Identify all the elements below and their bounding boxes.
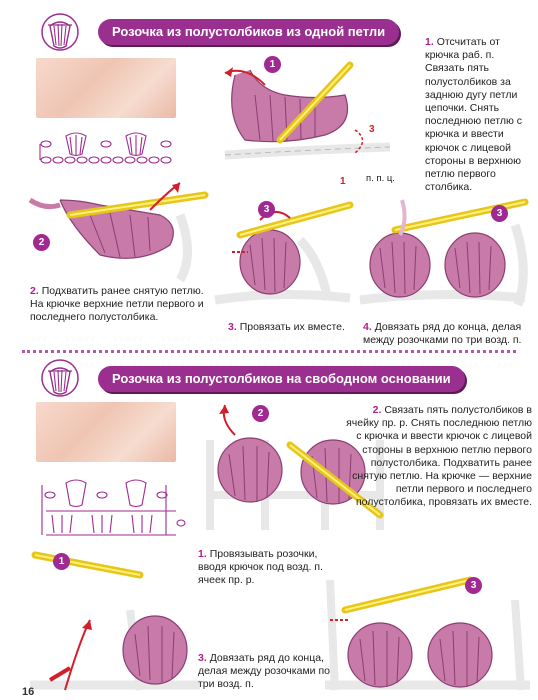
section1-badge-2: 2 xyxy=(33,234,50,251)
section2-step1-number: 1. xyxy=(198,548,207,560)
section1-step4-illustration xyxy=(359,198,529,307)
section2-badge-2: 2 xyxy=(252,405,269,422)
section2-step2-text: 2. Связать пять полустолбиков в ячейку п… xyxy=(340,404,532,510)
section1-step2-illustration xyxy=(28,182,209,283)
section1-badge-3: 3 xyxy=(258,201,275,218)
section1-step1-number: 1. xyxy=(425,36,434,48)
section2-step2-number: 2. xyxy=(372,404,382,416)
section2-step3-number: 3. xyxy=(198,652,207,664)
section1-step1-text: 1. Отсчитать от крючка раб. п. Связать п… xyxy=(425,36,533,194)
section1-step2-text: 2. Подхватить ранее снятую петлю. На крю… xyxy=(30,285,205,325)
section2-step1-text: 1. Провязывать розочки, вводя крючок под… xyxy=(198,548,323,588)
section1-step2-number: 2. xyxy=(30,285,39,297)
section2-badge-1: 1 xyxy=(53,553,70,570)
section1-label-ppc: п. п. ц. xyxy=(366,173,395,184)
section2-title: Розочка из полустолбиков на свободном ос… xyxy=(98,366,465,392)
stitch-symbol-icon xyxy=(41,13,79,51)
section2-badge-3: 3 xyxy=(465,577,482,594)
section1-icon xyxy=(40,12,80,52)
section1-step4-body: Довязать ряд до конца, делая между розоч… xyxy=(363,321,522,347)
section2-step2-illustration xyxy=(206,404,384,530)
section1-step3-text: 3. Провязать их вместе. xyxy=(228,321,353,334)
section2-step3-body: Довязать ряд до конца, делая между розоч… xyxy=(198,652,330,691)
section2-step1-body: Провязывать розочки, вводя крючок под во… xyxy=(198,548,323,587)
page-number: 16 xyxy=(22,686,35,698)
section2-step3-illustration xyxy=(325,576,530,691)
section1-scheme-diagram xyxy=(39,132,172,164)
section1-step2-body: Подхватить ранее снятую петлю. На крючке… xyxy=(30,285,204,324)
section2-step2-body: Связать пять полустолбиков в ячейку пр. … xyxy=(346,404,532,509)
section1-badge-1: 1 xyxy=(264,56,281,73)
section2-step1-illustration xyxy=(30,551,200,691)
section1-step4-text: 4. Довязать ряд до конца, делая между ро… xyxy=(363,321,528,347)
section1-sample-photo xyxy=(36,58,176,118)
section2-sample-photo xyxy=(36,402,176,462)
section2-step3-text: 3. Довязать ряд до конца, делая между ро… xyxy=(198,652,333,692)
section1-step1-body: Отсчитать от крючка раб. п. Связать пять… xyxy=(425,36,523,194)
section1-step3-illustration xyxy=(214,201,354,305)
stitch-symbol-icon xyxy=(41,359,79,397)
section1-title: Розочка из полустолбиков из одной петли xyxy=(98,19,400,45)
section1-red-mark-1: 1 xyxy=(340,176,346,187)
section1-step4-number: 4. xyxy=(363,321,372,333)
section-divider xyxy=(22,350,516,353)
section2-scheme-diagram xyxy=(41,479,186,536)
section2-icon xyxy=(40,358,80,398)
section1-step1-illustration xyxy=(224,61,391,160)
section1-badge-4: 3 xyxy=(491,205,508,222)
section1-step3-number: 3. xyxy=(228,321,237,333)
section1-step3-body: Провязать их вместе. xyxy=(239,321,345,333)
section1-red-mark-3: 3 xyxy=(369,124,375,135)
